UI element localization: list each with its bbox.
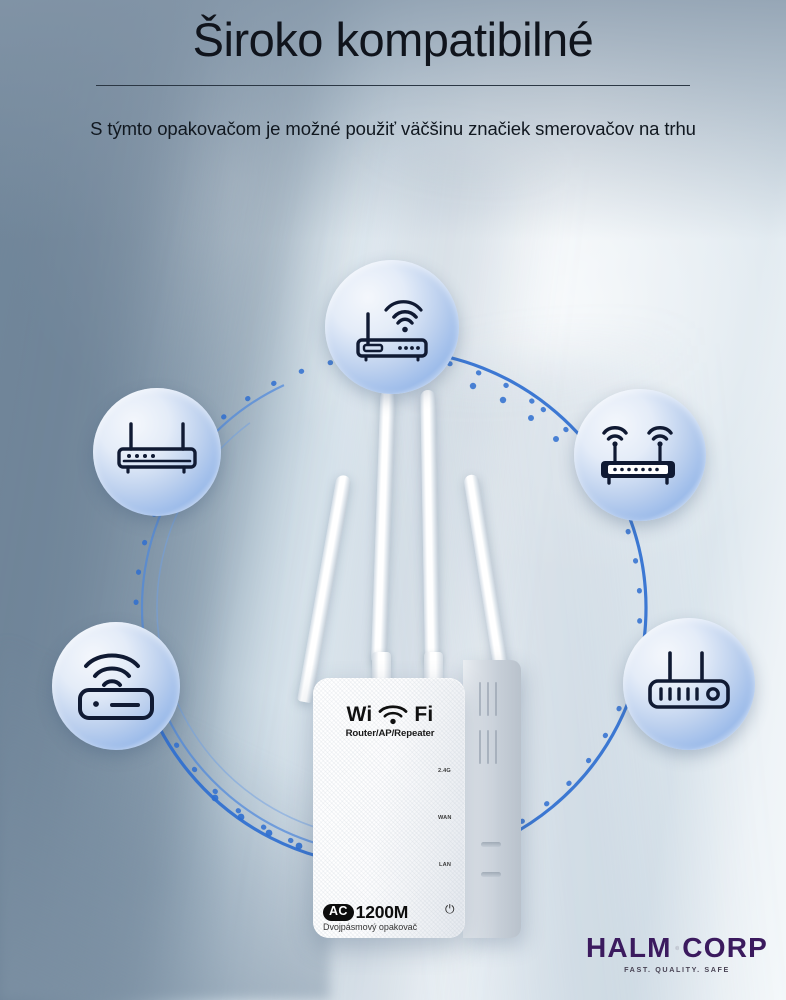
page-title: Široko kompatibilné xyxy=(192,13,594,66)
device-spec-subtitle: Dvojpásmový opakovač xyxy=(323,922,418,932)
side-vent xyxy=(495,730,497,764)
side-vent xyxy=(479,682,481,716)
badge-router-two-antennas[interactable] xyxy=(93,388,221,516)
router-dual-antenna-wifi-icon xyxy=(601,426,675,485)
device-wifi-row: Wi Fi xyxy=(325,703,455,727)
led-label-lan: LAN xyxy=(439,862,452,868)
router-led-panel-icon xyxy=(648,651,730,709)
side-port-slot xyxy=(481,872,501,877)
device-spec-row: AC 1200M xyxy=(323,902,408,923)
wall-top-band xyxy=(0,0,786,240)
side-port-slot xyxy=(481,842,501,847)
side-vent xyxy=(487,682,489,716)
led-label-wan: WAN xyxy=(438,815,452,821)
side-vent xyxy=(495,682,497,716)
brand-logo: HALM CORP FAST. QUALITY. SAFE xyxy=(586,932,768,974)
antenna-center-left xyxy=(371,389,396,663)
side-vent xyxy=(479,730,481,764)
brand-logo-part1: HALM xyxy=(586,932,672,963)
router-single-antenna-wifi-icon xyxy=(356,300,428,362)
globe-mark-icon xyxy=(674,946,679,950)
badge-router-single-antenna-wifi[interactable] xyxy=(325,260,459,394)
brand-logo-wordmark: HALM CORP xyxy=(586,932,768,964)
wifi-signal-icon xyxy=(379,705,408,725)
wifi-repeater-device: Wi Fi Router/AP/Repeater 2.4G WAN LAN AC… xyxy=(255,389,585,970)
device-wifi-branding: Wi Fi Router/AP/Repeater xyxy=(325,703,455,739)
header: Široko kompatibilné S týmto opakovačom j… xyxy=(0,0,786,140)
antenna-center-right-base xyxy=(424,652,443,686)
device-spec-value: 1200M xyxy=(355,902,409,922)
orbit-dots-upper-right xyxy=(469,382,559,442)
device-front-body xyxy=(313,678,465,938)
badge-modem-wifi[interactable] xyxy=(52,622,180,750)
brand-logo-tagline: FAST. QUALITY. SAFE xyxy=(624,965,730,974)
modem-wifi-waves-icon xyxy=(78,653,154,720)
title-divider xyxy=(96,85,690,86)
side-vent xyxy=(487,730,489,764)
router-two-antennas-icon xyxy=(117,422,197,474)
page-subtitle: S týmto opakovačom je možné použiť väčši… xyxy=(90,118,696,139)
antenna-center-right xyxy=(420,389,440,663)
device-spec-chip: AC xyxy=(323,904,354,921)
led-label-24g: 2.4G xyxy=(438,768,451,774)
device-brand-fi: Fi xyxy=(414,703,434,726)
device-body-texture xyxy=(313,678,465,938)
badge-router-led-panel[interactable] xyxy=(623,618,755,750)
power-icon: ⏻ xyxy=(445,902,455,916)
badge-router-dual-antenna-wifi[interactable] xyxy=(574,389,706,521)
brand-logo-part2: CORP xyxy=(682,932,768,963)
antenna-center-left-base xyxy=(372,652,391,686)
antenna-left-outer xyxy=(297,474,352,704)
device-brand-subtitle: Router/AP/Repeater xyxy=(345,728,435,739)
device-brand-wi: Wi xyxy=(346,703,373,726)
device-side-panel xyxy=(463,660,521,938)
